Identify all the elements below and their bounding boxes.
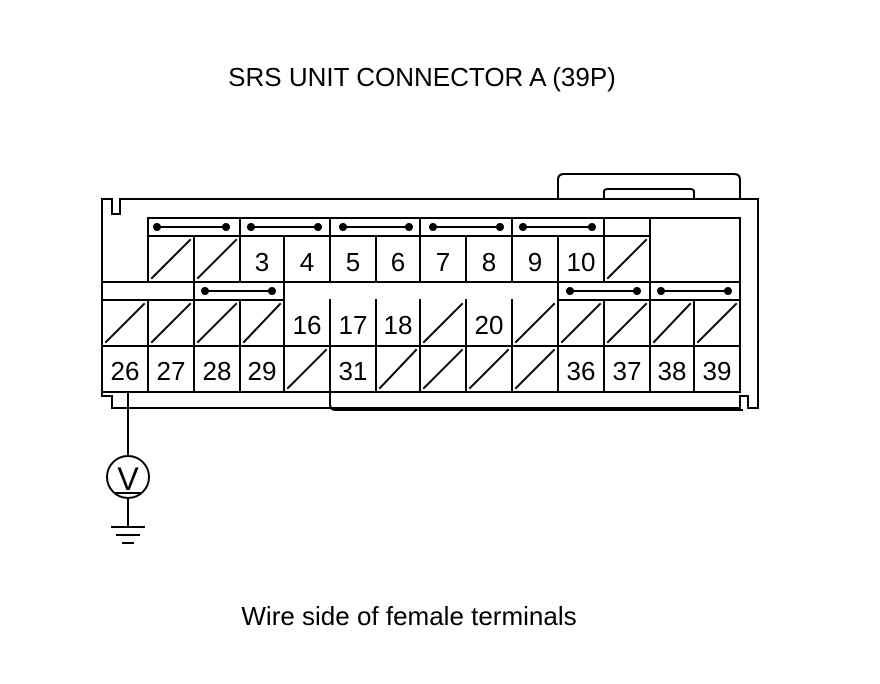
row-1-numbers: 3 4 5 6 7 8 9 10 — [255, 247, 596, 277]
terminal-label: 36 — [567, 356, 596, 386]
empty-terminal-marks — [104, 238, 738, 390]
shorting-bar — [519, 223, 596, 231]
terminal-label: 7 — [436, 247, 450, 277]
terminal-label: 10 — [567, 247, 596, 277]
diagram-caption: Wire side of female terminals — [241, 601, 577, 631]
shorting-bar — [201, 287, 276, 295]
terminal-label: 26 — [111, 356, 140, 386]
terminal-label: 18 — [384, 310, 413, 340]
row-1-grid — [101, 217, 741, 283]
diagram-title: SRS UNIT CONNECTOR A (39P) — [228, 62, 616, 92]
terminal-label: 5 — [346, 247, 360, 277]
shorting-bar — [247, 223, 322, 231]
row-2-numbers: 16 17 18 20 — [293, 310, 504, 340]
shorting-bar — [339, 223, 413, 231]
terminal-label: 29 — [248, 356, 277, 386]
terminal-label: 31 — [339, 356, 368, 386]
terminal-label: 3 — [255, 247, 269, 277]
voltmeter-probe: V — [106, 391, 150, 527]
shorting-bar — [153, 223, 230, 231]
row-3-numbers: 26 27 28 29 31 36 37 38 39 — [111, 356, 732, 386]
terminal-label: 8 — [482, 247, 496, 277]
shorting-bars — [153, 223, 732, 295]
shorting-bar — [657, 287, 732, 295]
terminal-label: 9 — [528, 247, 542, 277]
terminal-label: 38 — [658, 356, 687, 386]
connector-housing — [101, 173, 759, 411]
row-2-grid — [101, 281, 741, 347]
terminal-label: 37 — [613, 356, 642, 386]
terminal-label: 17 — [339, 310, 368, 340]
terminal-label: 39 — [703, 356, 732, 386]
shorting-bar — [429, 223, 504, 231]
row-3-grid — [101, 345, 741, 393]
terminal-label: 20 — [475, 310, 504, 340]
shorting-bar — [566, 287, 641, 295]
terminal-label: 28 — [203, 356, 232, 386]
terminal-label: 16 — [293, 310, 322, 340]
terminal-label: 6 — [391, 247, 405, 277]
terminal-label: 4 — [300, 247, 314, 277]
terminal-label: 27 — [157, 356, 186, 386]
ground-icon — [111, 526, 145, 544]
voltmeter-label: V — [117, 461, 139, 497]
